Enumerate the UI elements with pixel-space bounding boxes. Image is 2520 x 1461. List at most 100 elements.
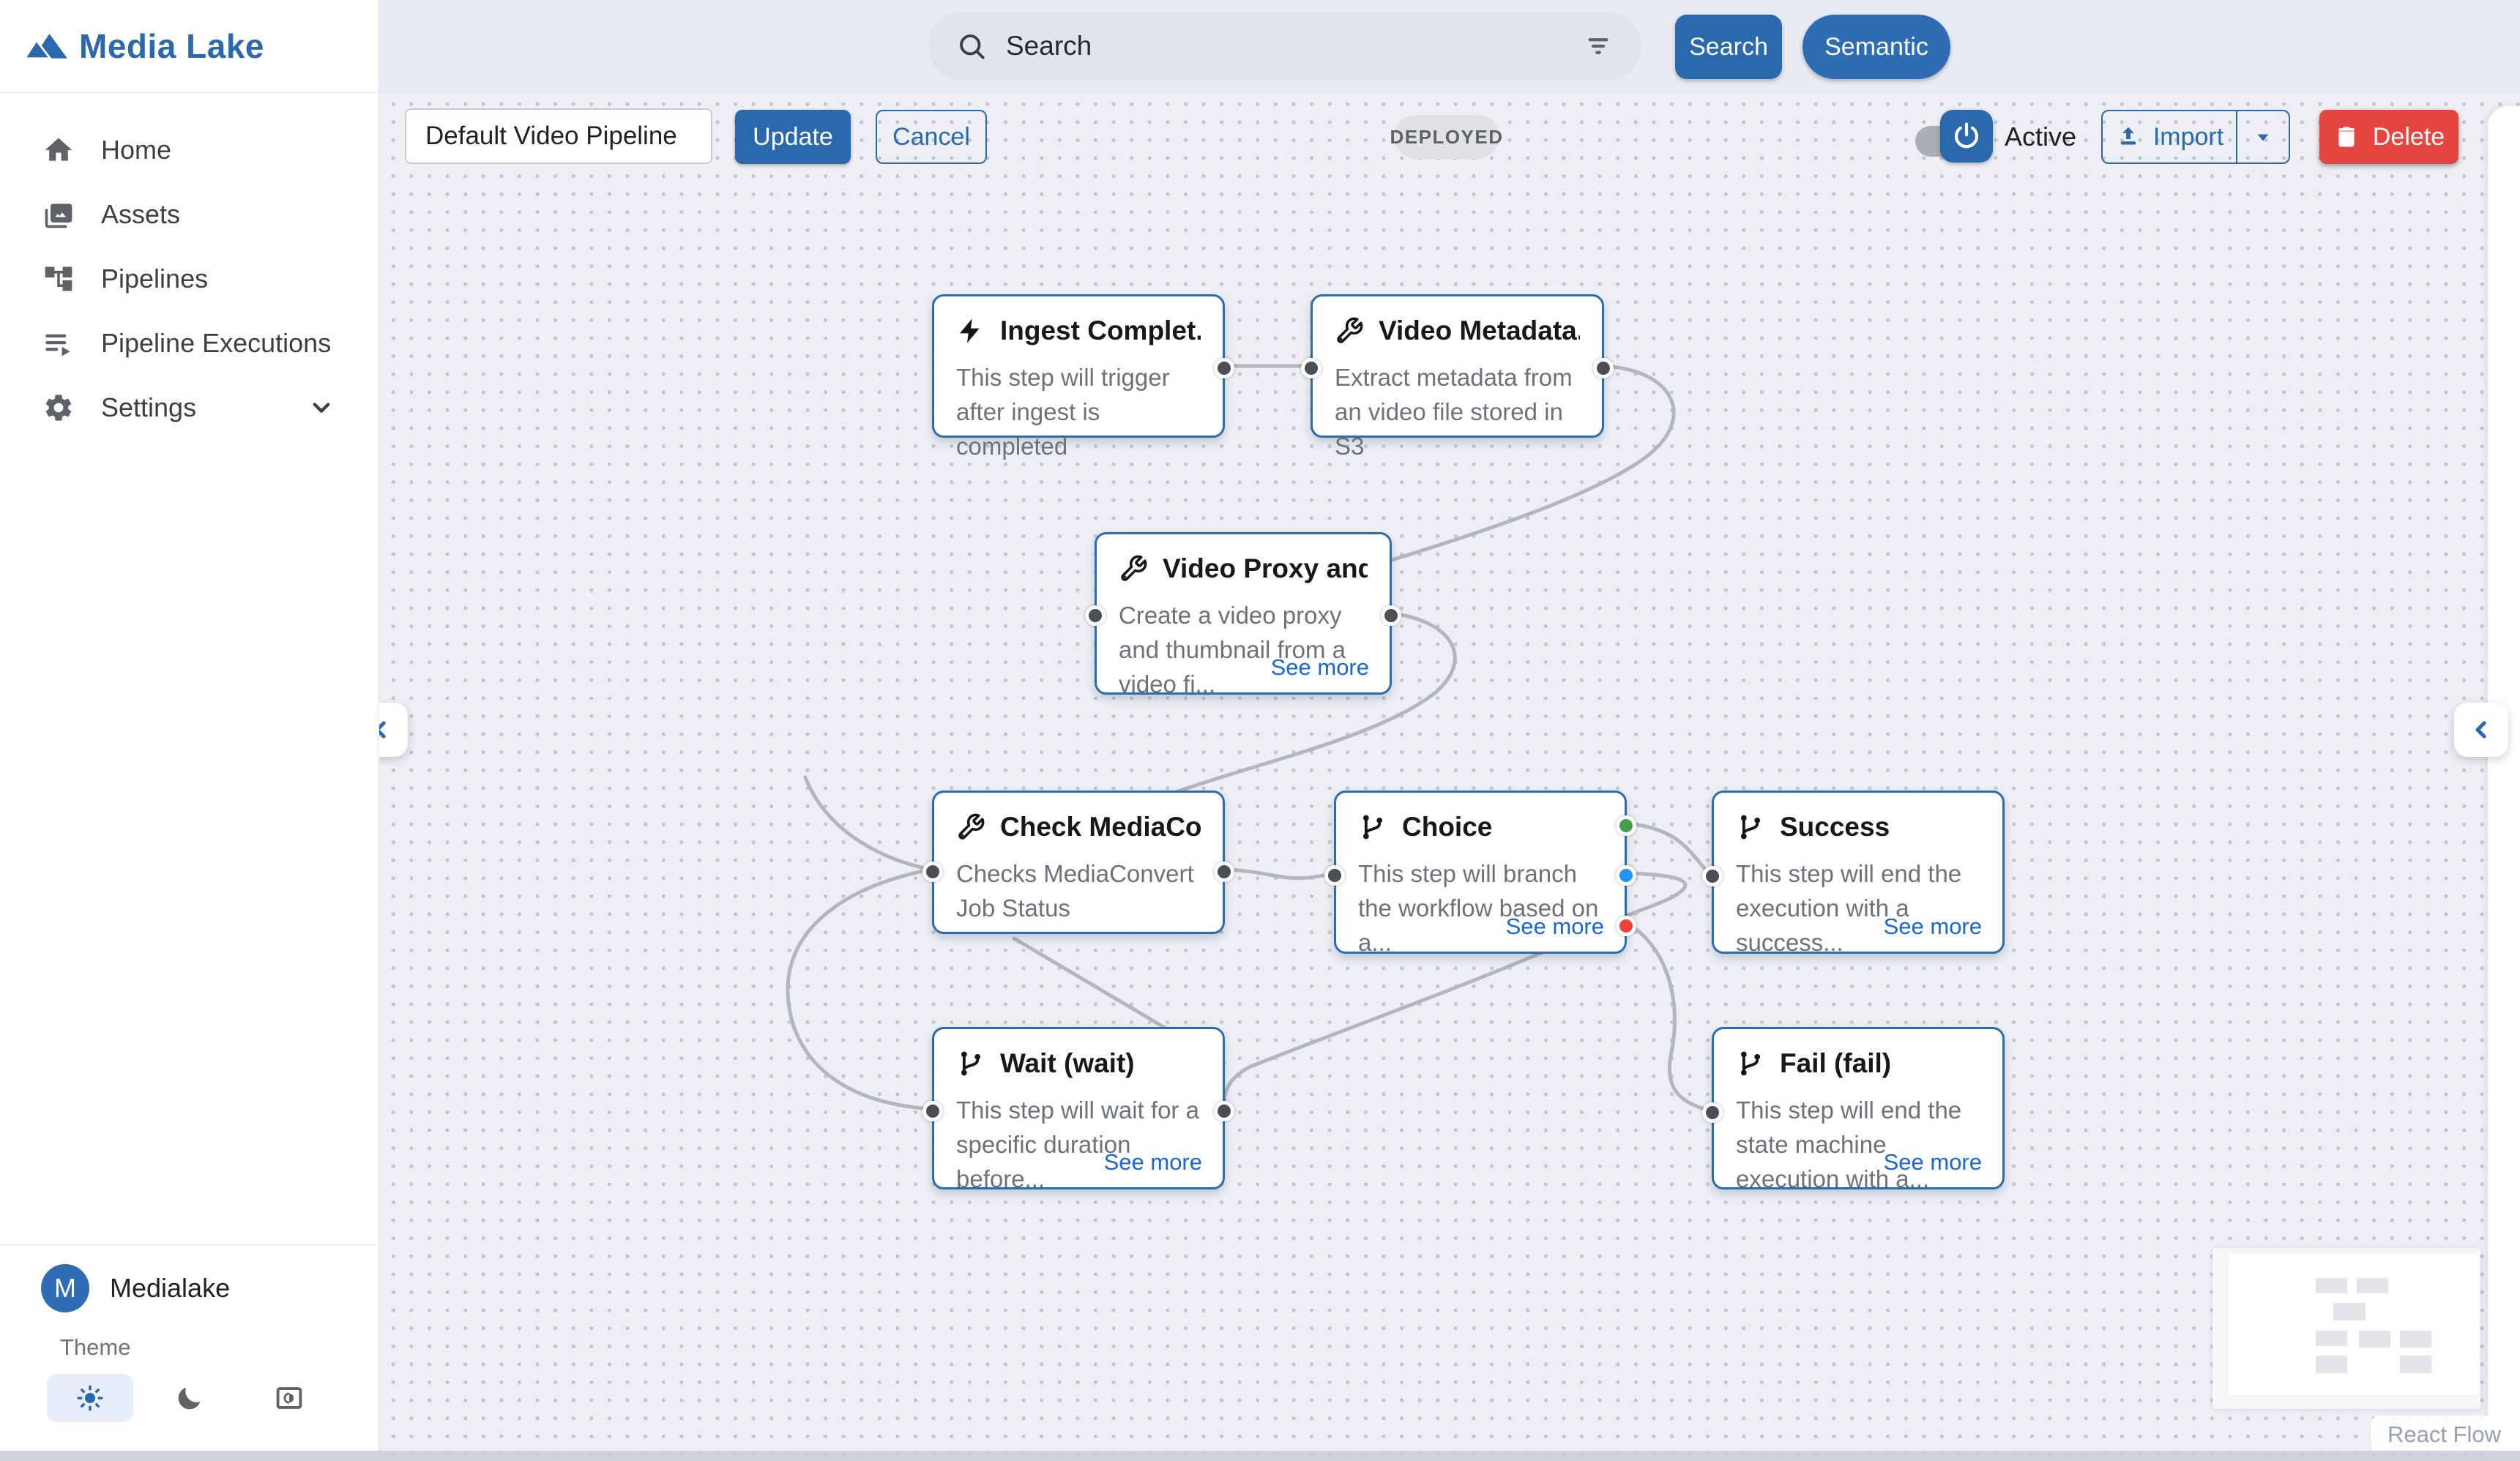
node-description: Extract metadata from an video file stor… [1335, 364, 1573, 460]
power-icon [1954, 122, 1979, 149]
branch-icon [1363, 815, 1382, 840]
user-menu[interactable]: M Medialake [41, 1264, 379, 1312]
search-input[interactable] [1006, 31, 1583, 61]
home-icon [42, 134, 75, 166]
node-handle-right-dark[interactable] [1214, 358, 1234, 378]
horizontal-scrollbar[interactable] [0, 1451, 2520, 1461]
node-handle-left-dark[interactable] [922, 1101, 943, 1121]
node-description: This step will branch the workflow based… [1358, 860, 1599, 956]
theme-auto-button[interactable] [246, 1374, 332, 1422]
flow-node-fail[interactable]: Fail (fail) This step will end the state… [1702, 1027, 2005, 1192]
bolt-icon [960, 318, 980, 343]
sidebar-item-assets[interactable]: Assets [0, 182, 379, 247]
node-handle-right-blue[interactable] [1616, 865, 1636, 886]
sidebar-item-pipelines[interactable]: Pipelines [0, 247, 379, 311]
node-handle-right-dark[interactable] [1381, 605, 1401, 626]
node-icon [956, 1049, 985, 1078]
minimap-node-check-mediaconvert [2316, 1330, 2348, 1346]
expand-right-panel-button[interactable] [2454, 703, 2508, 757]
gear-icon [42, 392, 75, 424]
sidebar-item-label: Settings [101, 392, 197, 422]
node-description: This step will trigger after ingest is c… [956, 364, 1170, 460]
assets-icon [42, 198, 75, 231]
trash-icon [2338, 127, 2355, 147]
see-more-link[interactable]: See more [1883, 1149, 1982, 1175]
moon-icon [178, 1387, 201, 1410]
search-bar[interactable] [928, 12, 1641, 81]
app-logo[interactable]: Media Lake [0, 0, 379, 93]
node-handle-right-green[interactable] [1616, 815, 1636, 836]
node-handle-left-dark[interactable] [1324, 865, 1345, 886]
sidebar-item-home[interactable]: Home [0, 118, 379, 182]
mountain-logo-icon [25, 34, 67, 60]
node-description: Create a video proxy and thumbnail from … [1119, 602, 1346, 698]
theme-switcher [47, 1374, 379, 1422]
sidebar-item-pipeline-executions[interactable]: Pipeline Executions [0, 311, 379, 375]
node-handle-left-dark[interactable] [1702, 1102, 1723, 1123]
node-handle-right-dark[interactable] [1593, 358, 1614, 378]
search-button[interactable]: Search [1675, 15, 1782, 79]
node-handle-right-dark[interactable] [1214, 862, 1234, 882]
sidebar-nav: Home Assets Pipelines Pipeline Execution… [0, 93, 379, 440]
sidebar-footer: M Medialake Theme [0, 1244, 379, 1451]
minimap-node-video-metadata [2356, 1278, 2389, 1293]
react-flow-attribution: React Flow [2371, 1416, 2517, 1454]
theme-dark-button[interactable] [146, 1374, 233, 1422]
node-icon [1358, 812, 1387, 842]
node-title: Wait (wait) [956, 1048, 1201, 1079]
branch-icon [1741, 815, 1760, 840]
sidebar-item-label: Pipelines [101, 264, 209, 294]
node-title: Ingest Complet... [956, 315, 1201, 346]
filter-icon[interactable] [1583, 31, 1614, 61]
node-icon [1335, 316, 1364, 345]
flow-node-check-mediaconvert[interactable]: Check MediaCo... Checks MediaConvert Job… [922, 791, 1234, 934]
flow-node-video-proxy[interactable]: Video Proxy and... Create a video proxy … [1085, 532, 1401, 698]
see-more-link[interactable]: See more [1103, 1149, 1202, 1175]
tools-icon [1337, 317, 1363, 343]
import-split-button: Import [2101, 110, 2290, 164]
node-icon [1119, 554, 1148, 583]
node-handle-right-dark[interactable] [1214, 1101, 1234, 1121]
search-icon [956, 31, 987, 61]
app-title: Media Lake [79, 27, 264, 65]
minimap-node-ingest-complete [2316, 1278, 2348, 1293]
status-badge: DEPLOYED [1390, 115, 1502, 159]
flow-node-wait[interactable]: Wait (wait) This step will wait for a sp… [922, 1027, 1234, 1192]
see-more-link[interactable]: See more [1505, 913, 1604, 939]
node-handle-left-dark[interactable] [922, 862, 943, 882]
see-more-link[interactable]: See more [1270, 654, 1369, 680]
flow-node-video-metadata[interactable]: Video Metadata... Extract metadata from … [1301, 294, 1614, 460]
pipeline-name-input[interactable] [405, 108, 712, 164]
node-description: This step will wait for a specific durat… [956, 1096, 1199, 1192]
flow-node-ingest-complete[interactable]: Ingest Complet... This step will trigger… [932, 294, 1234, 460]
tools-icon [1121, 555, 1147, 581]
minimap-node-wait [2316, 1356, 2348, 1373]
auto-brightness-icon [276, 1387, 302, 1409]
active-toggle-thumb[interactable] [1940, 110, 1993, 162]
cancel-button[interactable]: Cancel [876, 110, 987, 164]
delete-label: Delete [2372, 122, 2445, 151]
chevron-down-icon[interactable] [307, 393, 336, 422]
flow-node-success[interactable]: Success This step will end the execution… [1702, 791, 2005, 956]
active-label: Active [2005, 122, 2077, 152]
delete-button[interactable]: Delete [2319, 110, 2459, 164]
flow-minimap[interactable] [2213, 1248, 2480, 1409]
sidebar-item-settings[interactable]: Settings [0, 375, 379, 440]
node-handle-left-dark[interactable] [1301, 358, 1321, 378]
theme-light-button[interactable] [47, 1374, 133, 1422]
upload-icon [2120, 127, 2136, 145]
branch-icon [961, 1051, 980, 1076]
semantic-button[interactable]: Semantic [1803, 15, 1950, 79]
top-bar: Search Semantic [379, 0, 2520, 93]
node-handle-left-dark[interactable] [1702, 866, 1723, 886]
import-button[interactable]: Import [2103, 111, 2236, 162]
flow-node-choice[interactable]: Choice This step will branch the workflo… [1324, 791, 1636, 956]
minimap-node-video-proxy [2333, 1303, 2366, 1320]
see-more-link[interactable]: See more [1883, 913, 1982, 939]
node-handle-right-red[interactable] [1616, 916, 1636, 936]
import-dropdown-button[interactable] [2236, 111, 2289, 162]
node-icon [1736, 1049, 1765, 1078]
update-button[interactable]: Update [735, 110, 851, 164]
node-title: Success [1736, 812, 1980, 842]
node-handle-left-dark[interactable] [1085, 605, 1106, 626]
